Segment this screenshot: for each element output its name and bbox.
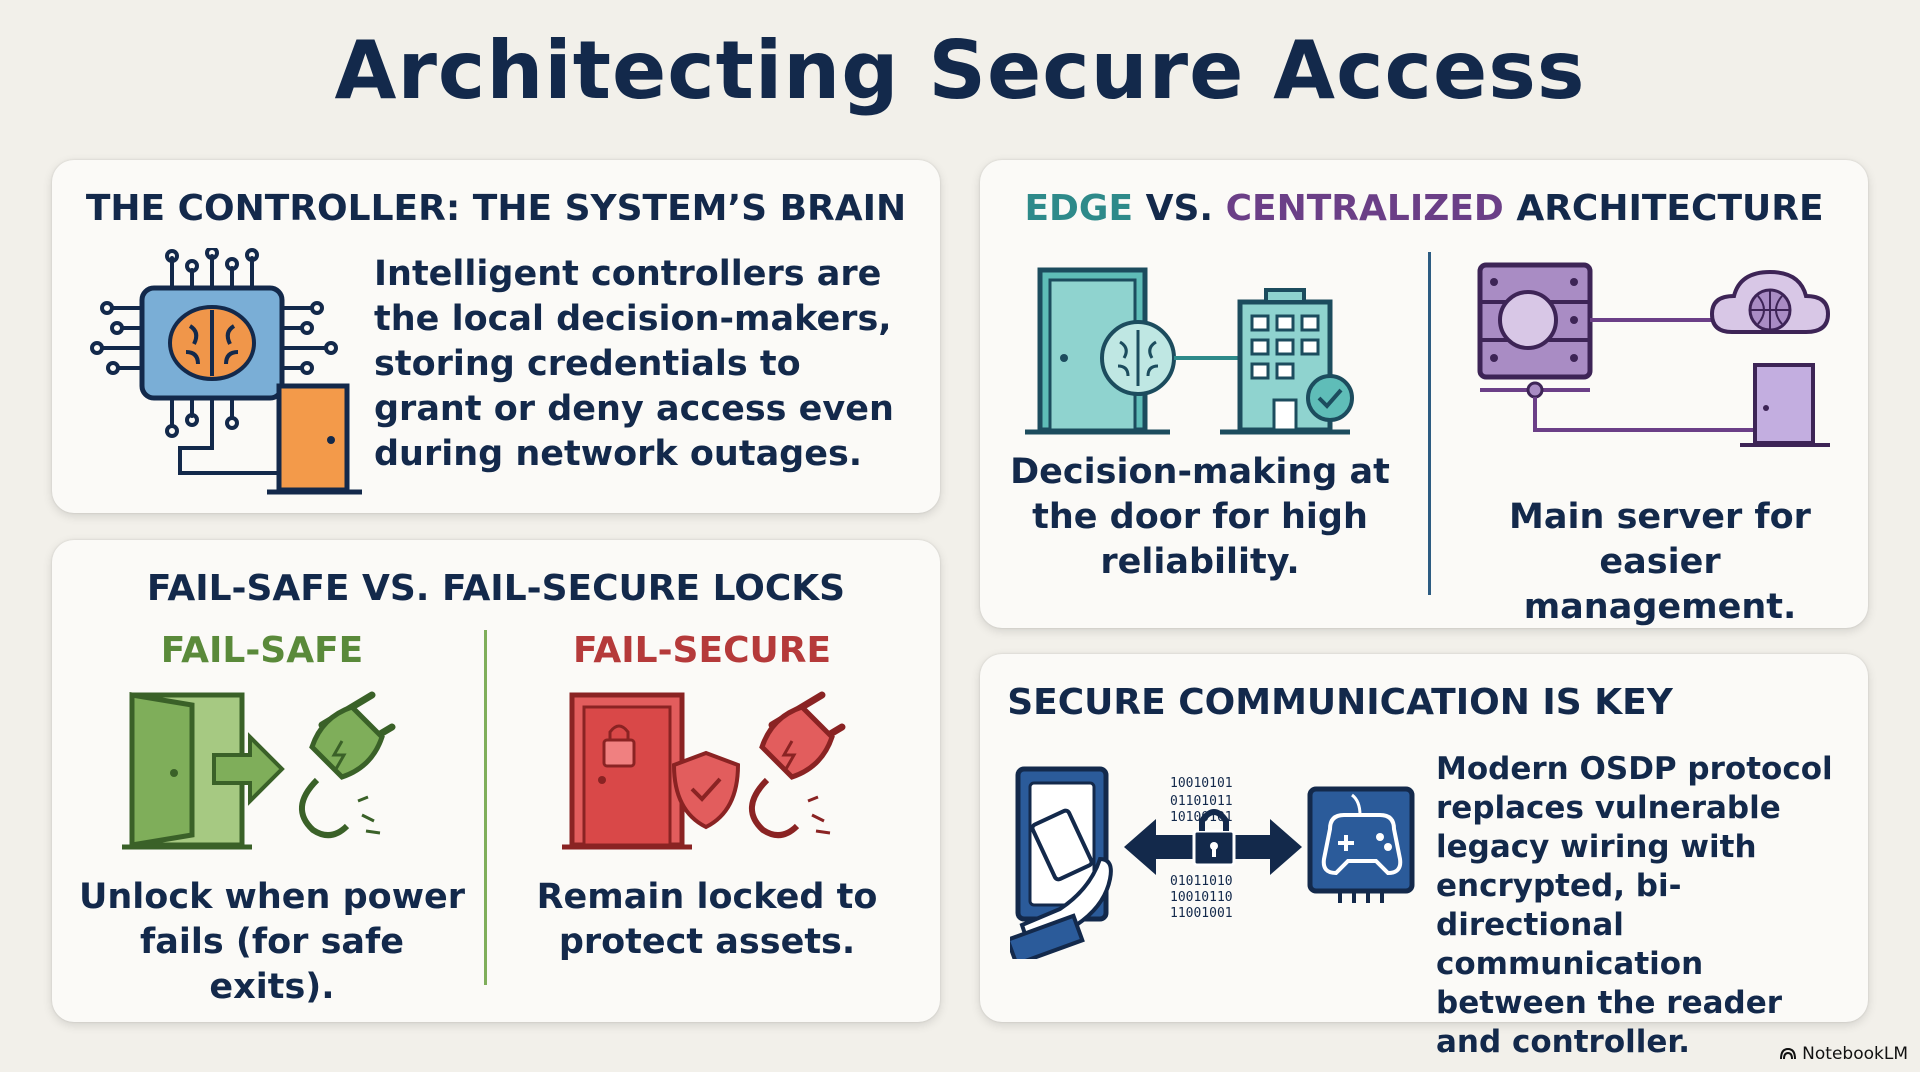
edge-diagram-icon [1025,267,1354,435]
edge-heading-edge: EDGE [1024,188,1134,229]
svg-text:10010110: 10010110 [1170,890,1233,905]
fail-card: FAIL-SAFE VS. FAIL-SECURE LOCKS FAIL-SAF… [52,540,940,1022]
fail-safe-icon [122,691,396,850]
svg-text:10010101: 10010101 [1170,776,1233,791]
comm-diagram-icon: 10010101 01101011 10100101 01011010 1001… [1010,766,1415,959]
binary-lock-icon: 10010101 01101011 10100101 01011010 1001… [1124,776,1302,921]
check-icon [1306,374,1354,422]
fail-secure-caption: Remain locked to protect assets. [536,877,878,962]
edge-heading: EDGE VS. CENTRALIZED ARCHITECTURE [980,188,1868,229]
fail-safe-label: FAIL-SAFE [160,630,364,671]
brain-chip-icon [90,248,338,475]
cloud-globe-icon [1709,269,1831,334]
edge-heading-vs: VS. [1133,188,1226,229]
svg-text:01101011: 01101011 [1170,794,1233,809]
plug-icon [748,691,846,839]
brain-icon [1100,320,1176,396]
edge-heading-arch: ARCHITECTURE [1503,188,1824,229]
svg-text:11001001: 11001001 [1170,906,1233,921]
controller-heading: THE CONTROLLER: THE SYSTEM’S BRAIN [85,188,907,229]
edge-divider [1428,252,1431,595]
fail-secure-icon [562,691,846,850]
page-title: Architecting Secure Access [334,24,1586,117]
arrow-icon [212,732,285,806]
brand-label: NotebookLM [1802,1044,1908,1064]
door-icon [1025,267,1170,435]
building-icon [1220,288,1350,435]
server-icon [1477,262,1593,380]
comm-body: Modern OSDP protocol replaces vulnerable… [1436,751,1833,1060]
notebooklm-icon [1780,1048,1797,1060]
controller-icon [1307,786,1415,903]
door-icon [1740,363,1830,447]
controller-card: THE CONTROLLER: THE SYSTEM’S BRAIN [52,160,940,513]
plug-icon [298,691,396,839]
fail-divider [484,630,487,985]
comm-heading: SECURE COMMUNICATION IS KEY [1007,682,1673,723]
brand-mark: NotebookLM [1780,1044,1908,1064]
comm-card: SECURE COMMUNICATION IS KEY 10010101 011… [980,654,1868,1060]
edge-card: EDGE VS. CENTRALIZED ARCHITECTURE [980,160,1868,628]
central-caption: Main server for easier management. [1509,497,1811,627]
fail-heading: FAIL-SAFE VS. FAIL-SECURE LOCKS [146,568,846,609]
locked-door-icon [562,692,692,850]
card-reader-icon [1010,766,1113,959]
edge-caption: Decision-making at the door for high rel… [1010,452,1390,582]
shield-check-icon [671,750,741,830]
controller-body: Intelligent controllers are the local de… [374,254,894,474]
door-icon [267,383,362,495]
svg-text:01011010: 01011010 [1170,874,1233,889]
fail-safe-caption: Unlock when power fails (for safe exits)… [78,877,466,1007]
edge-heading-centralized: CENTRALIZED [1225,188,1504,229]
fail-secure-label: FAIL-SECURE [572,630,832,671]
central-diagram-icon [1477,262,1831,447]
